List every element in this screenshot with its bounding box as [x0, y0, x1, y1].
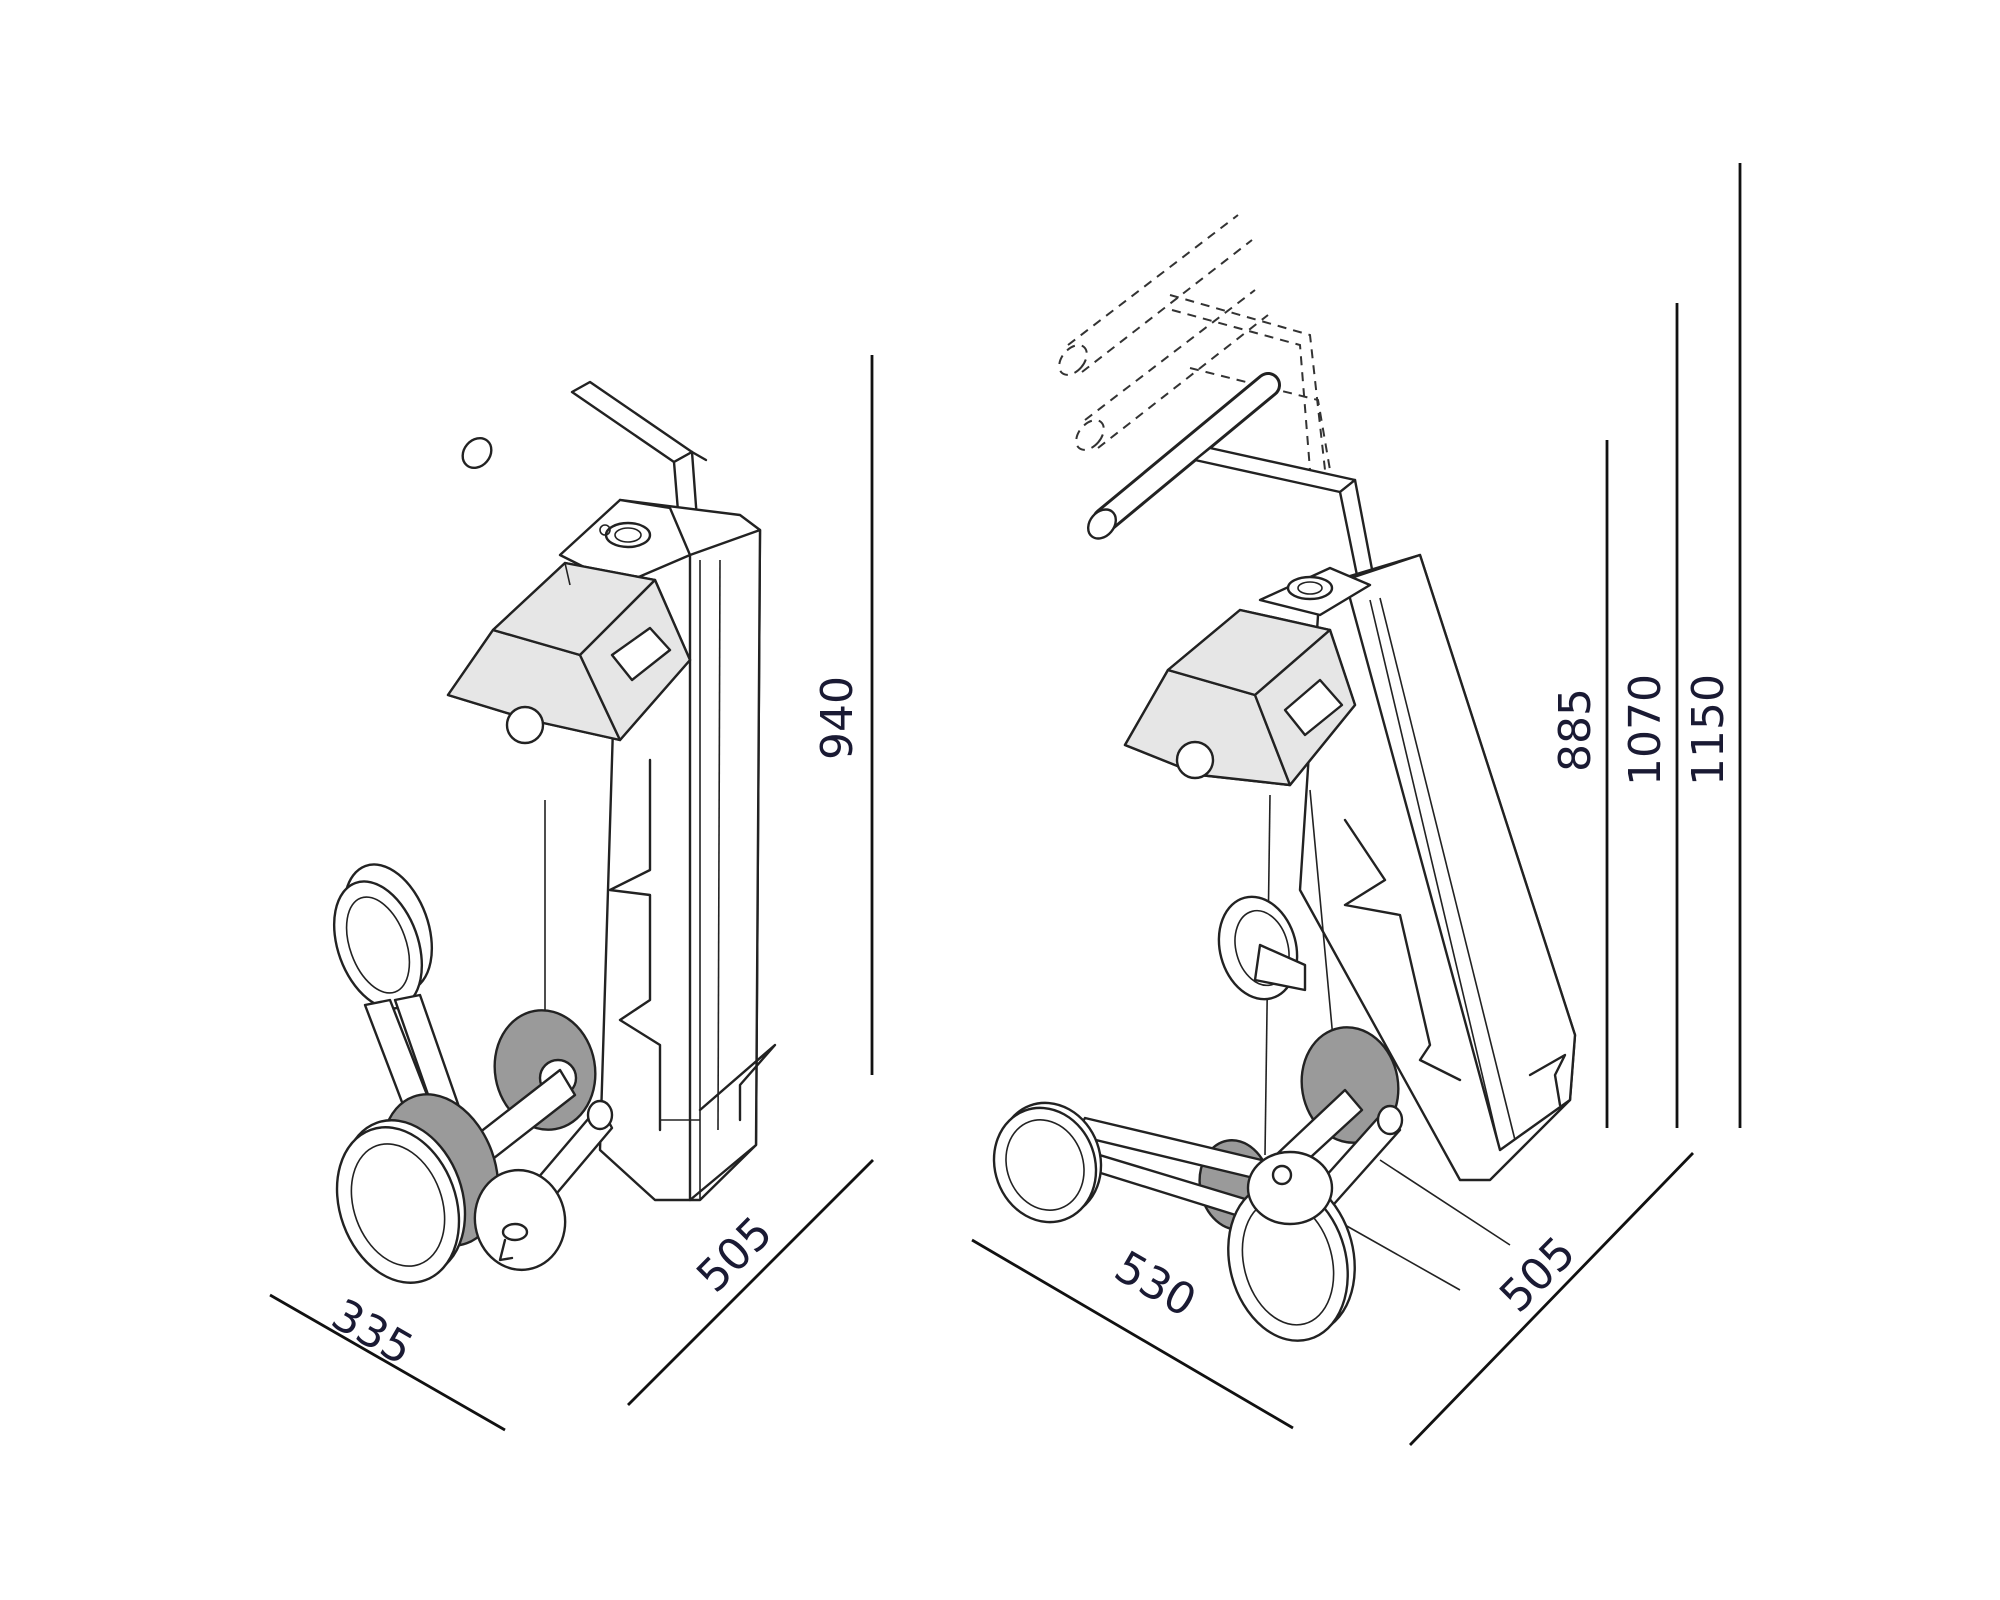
- extended-motor-head: [1123, 608, 1357, 787]
- compact-motor-head: [446, 561, 692, 745]
- extended-height-label-2: 1070: [1620, 674, 1671, 786]
- extended-view: 530 505 885 1070 1150: [971, 163, 1742, 1446]
- compact-wheel-assembly: [332, 863, 614, 1284]
- extended-height-label-1: 885: [1550, 688, 1601, 772]
- extended-height-label-3: 1150: [1683, 674, 1734, 786]
- extended-wheel-assembly: [992, 789, 1511, 1342]
- extended-width-dimline: [971, 1238, 1294, 1430]
- compact-view: 335 505 940: [269, 286, 874, 1432]
- extended-ghost-handles: [1058, 214, 1331, 471]
- compact-depth-label: 505: [687, 1207, 782, 1302]
- extended-column: [1258, 553, 1577, 1182]
- compact-depth-dimline: [627, 1159, 874, 1406]
- compact-width-label: 335: [323, 1289, 421, 1375]
- compact-width-dimline: [269, 1293, 506, 1432]
- extended-depth-dimline: [1408, 1152, 1695, 1446]
- extended-handle: [1087, 372, 1377, 592]
- compact-dimensions: [269, 355, 874, 1432]
- extended-dimensions: [971, 163, 1742, 1446]
- compact-height-label: 940: [812, 676, 863, 760]
- extended-width-label: 530: [1106, 1241, 1204, 1327]
